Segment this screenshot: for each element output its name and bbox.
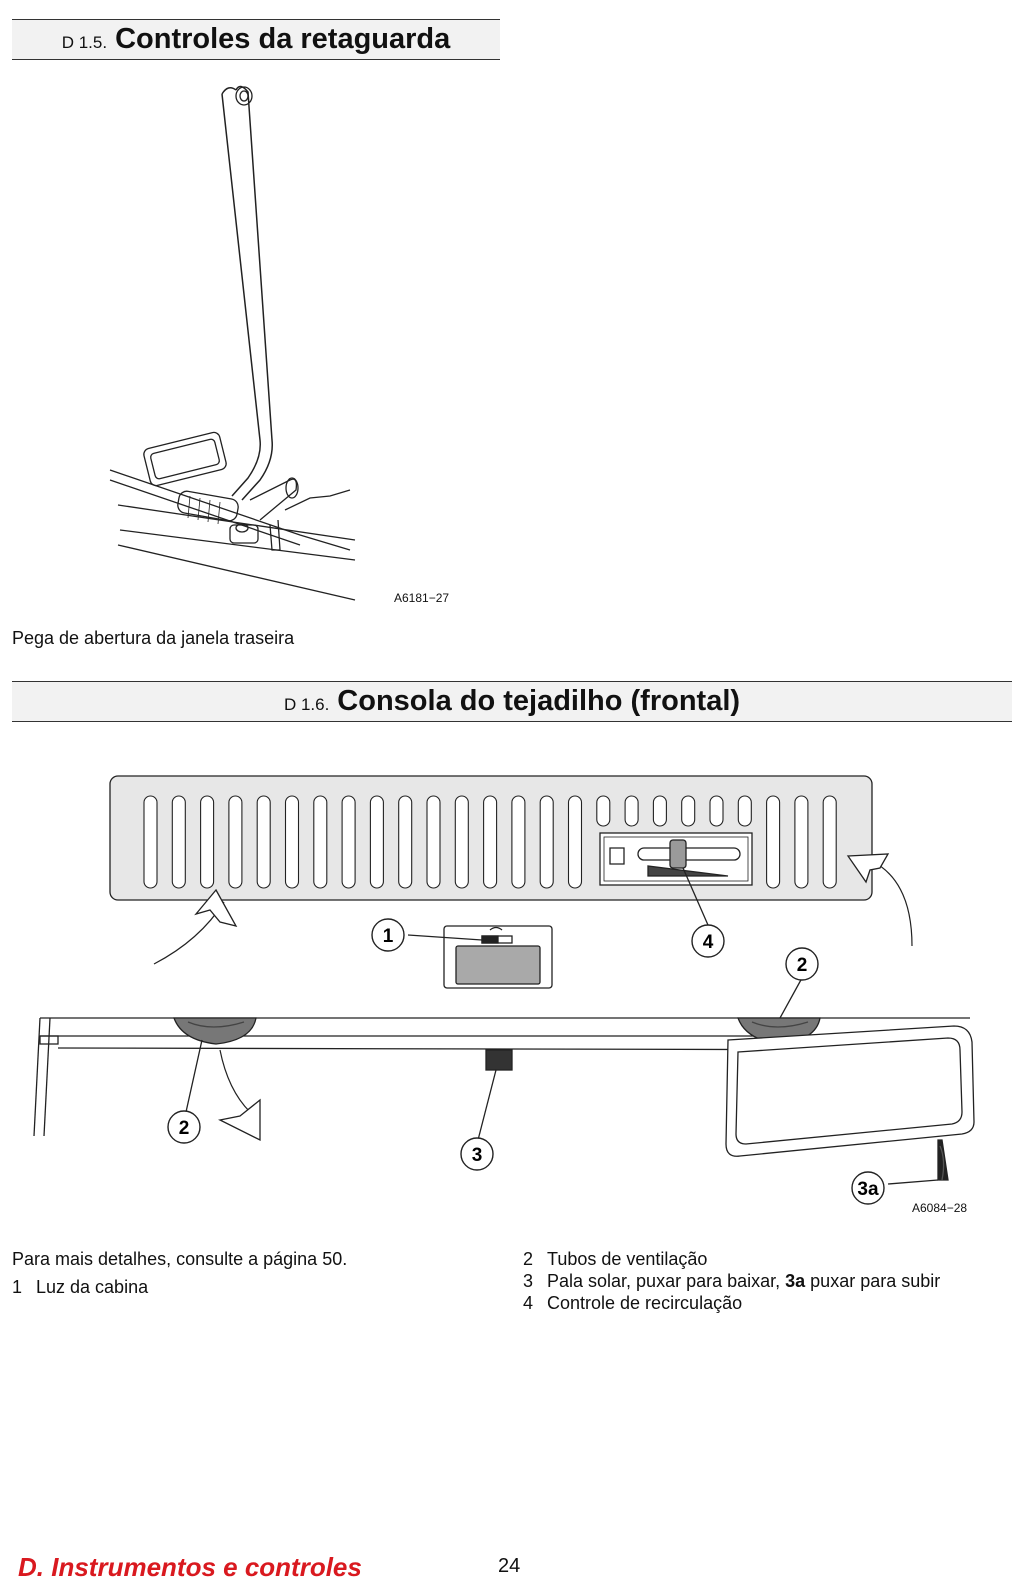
callout-4: 4 xyxy=(691,924,725,958)
section-title: Controles da retaguarda xyxy=(115,23,451,55)
figure-code-2: A6084−28 xyxy=(912,1201,968,1215)
legend-number: 2 xyxy=(523,1249,534,1269)
chapter-footer: D. Instrumentos e controles xyxy=(18,1552,362,1582)
callout-2-right: 2 xyxy=(785,947,819,981)
vent-slot xyxy=(511,795,526,889)
vent-slot xyxy=(200,795,215,889)
section-title: Consola do tejadilho (frontal) xyxy=(337,685,741,717)
vent-slot xyxy=(256,795,271,889)
vent-slot xyxy=(483,795,498,889)
callout-label: 3a xyxy=(857,1179,879,1200)
callout-layer: 1 4 2 2 3 3a xyxy=(167,918,885,1205)
vent-slot xyxy=(398,795,413,889)
legend-text: Pala solar, puxar para baixar, 3a puxar … xyxy=(547,1270,940,1292)
legend-text-bold: 3a xyxy=(785,1271,806,1291)
legend-text: Luz da cabina xyxy=(36,1277,149,1297)
figure-caption-1: Pega de abertura da janela traseira xyxy=(12,628,295,648)
section-header-d16: D 1.6. Consola do tejadilho (frontal) xyxy=(12,681,1012,722)
vent-slot xyxy=(822,795,837,889)
vent-slot xyxy=(171,795,186,889)
vent-slot xyxy=(228,795,243,889)
callout-3a: 3a xyxy=(851,1171,885,1205)
legend-item: 2 Tubos de ventilação xyxy=(523,1248,940,1270)
vent-slot xyxy=(596,795,611,827)
vent-slot xyxy=(652,795,667,827)
roof-console-illustration xyxy=(33,775,975,1185)
callout-label: 4 xyxy=(703,932,714,953)
legend-text: Controle de recirculação xyxy=(547,1293,743,1313)
vent-slot xyxy=(454,795,469,889)
vent-slot xyxy=(681,795,696,827)
legend-right: 2 Tubos de ventilação 3 Pala solar, puxa… xyxy=(523,1248,940,1314)
callout-label: 2 xyxy=(797,955,808,976)
vent-slot xyxy=(624,795,639,827)
callout-label: 2 xyxy=(179,1118,190,1139)
vent-slot xyxy=(426,795,441,889)
callout-label: 3 xyxy=(472,1145,483,1166)
legend-text-part: puxar para subir xyxy=(805,1271,941,1291)
vent-slot xyxy=(766,795,781,889)
legend-number: 4 xyxy=(523,1293,534,1313)
section-number: D 1.6. xyxy=(283,694,330,714)
vent-slot xyxy=(709,795,724,827)
legend-item: 4 Controle de recirculação xyxy=(523,1292,940,1314)
callout-1: 1 xyxy=(371,918,405,952)
vent-slot xyxy=(567,795,583,889)
rear-window-handle-illustration xyxy=(109,85,356,601)
sun-visor-clip xyxy=(485,1049,513,1071)
vent-slot xyxy=(341,795,356,889)
legend-item: 3 Pala solar, puxar para baixar, 3a puxa… xyxy=(523,1270,940,1292)
legend-number: 1 xyxy=(12,1277,23,1297)
callout-3: 3 xyxy=(460,1137,494,1171)
vent-slot xyxy=(737,795,752,827)
section-number: D 1.5. xyxy=(61,32,108,52)
vent-slot xyxy=(539,795,554,889)
sun-visor xyxy=(725,1025,975,1157)
vent-slot xyxy=(143,795,158,889)
legend-text-part: Pala solar, puxar para baixar, xyxy=(547,1271,786,1291)
callout-2-left: 2 xyxy=(167,1110,201,1144)
vent-slot xyxy=(284,795,300,889)
page-number: 24 xyxy=(498,1555,521,1577)
section-header-d15: D 1.5. Controles da retaguarda xyxy=(12,19,500,60)
intro-text: Para mais detalhes, consulte a página 50… xyxy=(12,1249,348,1269)
vent-slot xyxy=(794,795,809,889)
legend-left: 1 Luz da cabina xyxy=(12,1276,148,1298)
vent-slot xyxy=(369,795,384,889)
callout-label: 1 xyxy=(383,926,394,947)
figure-code-1: A6181−27 xyxy=(394,591,450,605)
vent-slot xyxy=(313,795,328,889)
legend-item: 1 Luz da cabina xyxy=(12,1276,148,1298)
legend-text: Tubos de ventilação xyxy=(547,1249,708,1269)
legend-number: 3 xyxy=(523,1271,534,1291)
